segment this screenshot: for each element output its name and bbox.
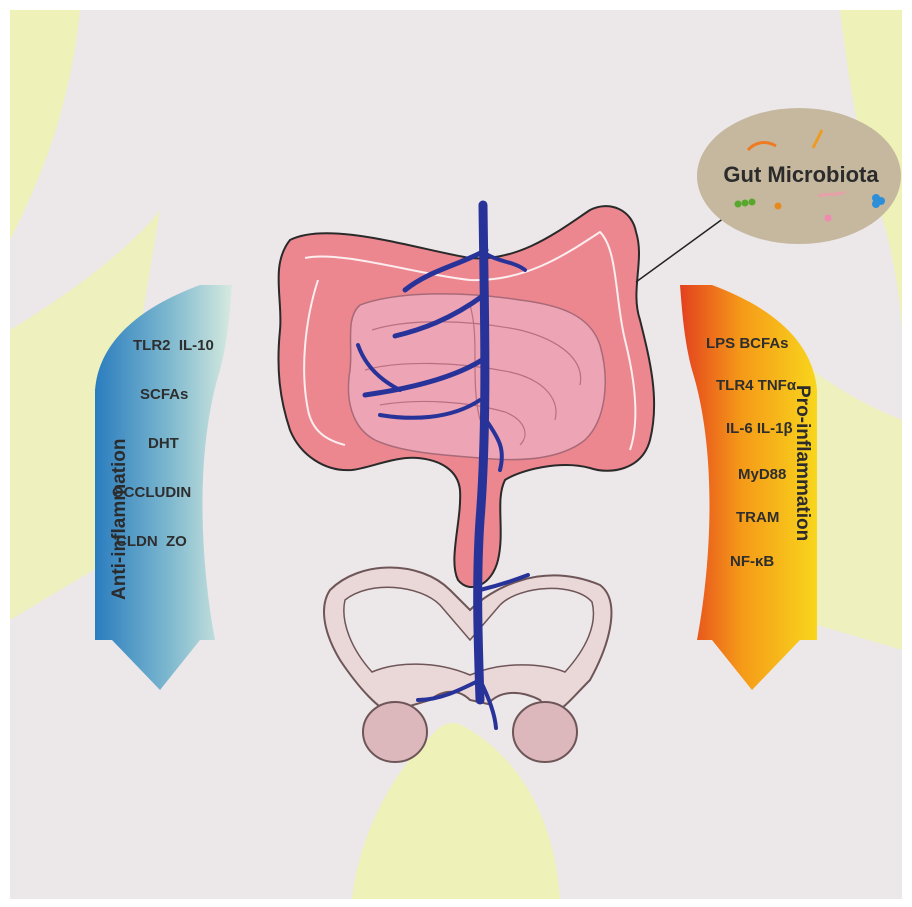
small-intestine [348, 294, 605, 460]
right-testis [513, 702, 577, 762]
pro-inflammation-item-1: TLR4 TNFα [716, 377, 797, 394]
pro-inflammation-item-0: LPS BCFAs [706, 335, 789, 352]
pro-inflammation-item-4: TRAM [736, 509, 779, 526]
anti-inflammation-item-2: DHT [148, 435, 179, 452]
pro-inflammation-item-3: MyD88 [738, 466, 786, 483]
bacteria-chain-icon [735, 201, 742, 208]
microbiota-title: Gut Microbiota [723, 162, 879, 187]
anti-inflammation-item-3: OCCLUDIN [112, 484, 191, 501]
coccus-pink-icon [825, 215, 832, 222]
anti-inflammation-item-1: SCFAs [140, 386, 188, 403]
pro-inflammation-item-5: NF-κB [730, 553, 774, 570]
coccus-orange-icon [775, 203, 782, 210]
anti-inflammation-title: Anti-inflammation [109, 439, 130, 601]
anti-inflammation-item-0: TLR2 IL-10 [133, 337, 214, 354]
pro-inflammation-title: Pro-inflammation [792, 385, 813, 541]
pro-inflammation-item-2: IL-6 IL-1β [726, 420, 793, 437]
anti-inflammation-item-4: CLDN ZO [116, 533, 187, 550]
left-testis [363, 702, 427, 762]
